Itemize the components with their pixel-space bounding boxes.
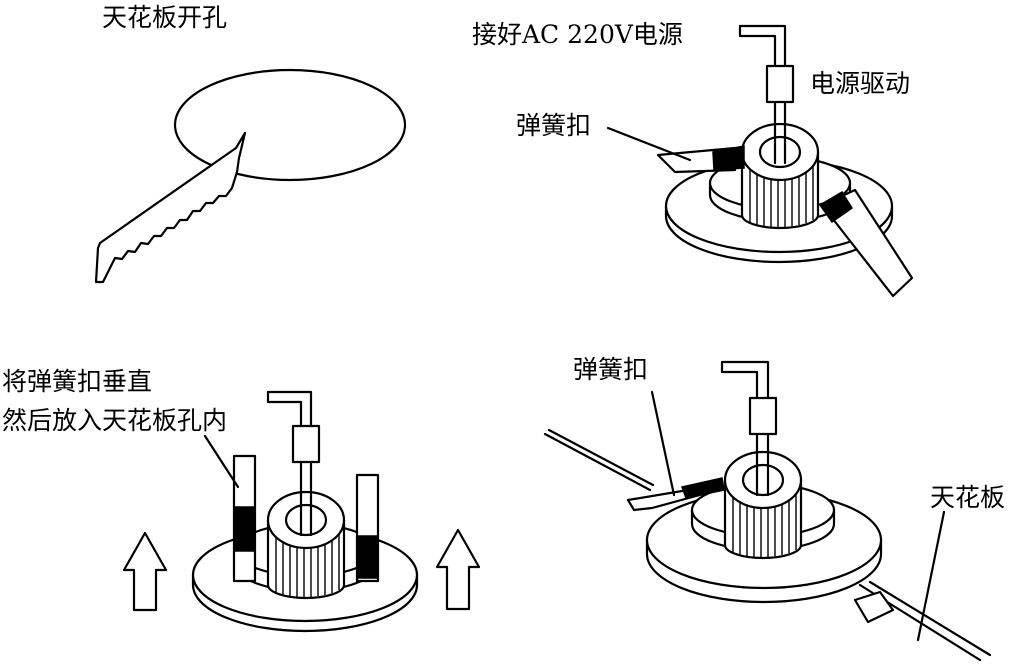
label-ceiling-panel: 天花板 [930,483,1006,512]
step4-fixture [543,360,992,662]
step2-fixture [606,24,914,298]
label-insert-line1: 将弹簧扣垂直 [2,367,153,396]
label-spring-clip-bottom: 弹簧扣 [573,355,649,384]
saw-icon [94,131,247,284]
label-spring-clip-top: 弹簧扣 [516,111,592,140]
label-connect-power: 接好AC 220V电源 [472,20,683,49]
arrow-up-icon [122,531,168,612]
step1-hole-and-saw [94,68,407,284]
arrow-up-icon [435,528,481,611]
label-power-driver: 电源驱动 [810,69,911,98]
step3-fixture [122,390,481,633]
ceiling-hole-outline [173,68,407,182]
label-ceiling-hole: 天花板开孔 [102,3,228,32]
label-insert-line2: 然后放入天花板孔内 [2,406,228,435]
